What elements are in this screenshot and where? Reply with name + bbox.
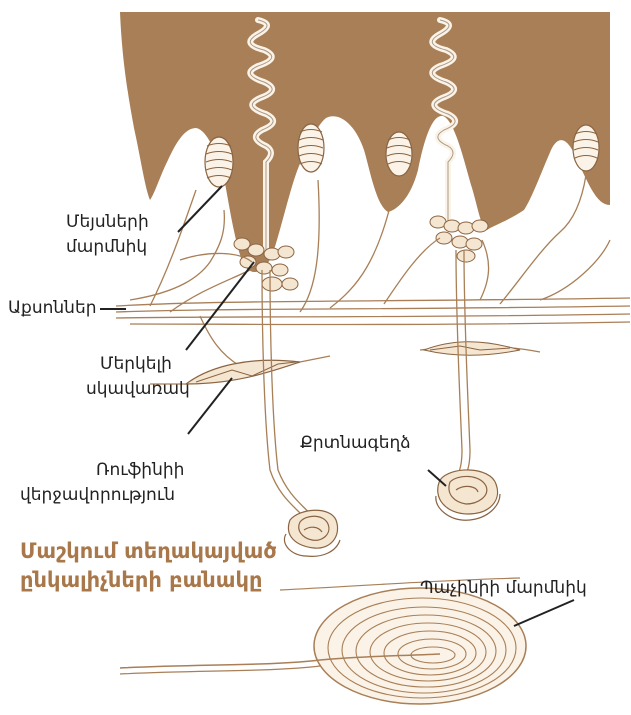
ruffini-ending-2	[424, 342, 520, 356]
axon-bundle	[116, 175, 630, 366]
meissner-corpuscle-3	[386, 132, 412, 176]
sweat-gland-coil-1	[284, 510, 340, 556]
sweat-gland-coil-2	[436, 470, 500, 520]
meissner-corpuscle-4	[573, 125, 599, 171]
diagram-title-line1: Մաշկում տեղակայված	[20, 537, 277, 566]
label-krause: Քրտնագեղձ	[300, 431, 411, 455]
sweat-gland-duct-1	[262, 270, 312, 520]
label-axons: Աքսոններ	[8, 296, 97, 320]
meissner-corpuscle-2	[298, 124, 324, 172]
meissner-corpuscle-1	[205, 137, 233, 187]
leader-line-meissner	[178, 186, 222, 232]
leader-line-ruffini	[188, 378, 232, 434]
label-ruffini-line2: վերջավորություն	[20, 483, 175, 507]
label-ruffini-line1: Ռուֆինիի	[96, 458, 184, 482]
skin-layer	[120, 12, 610, 272]
label-merkel-line1: Մերկելի	[100, 352, 172, 376]
label-meissner-line1: Մեյսների	[66, 210, 149, 234]
diagram-title-line2: ընկալիչների բանակը	[20, 566, 262, 595]
sweat-gland-duct-2	[456, 250, 470, 474]
label-pacini: Պաչինիի մարմնիկ	[420, 576, 587, 600]
label-merkel-line2: սկավառակ	[86, 377, 190, 401]
label-meissner-line2: մարմնիկ	[66, 235, 147, 259]
leader-line-pacini	[514, 600, 574, 626]
